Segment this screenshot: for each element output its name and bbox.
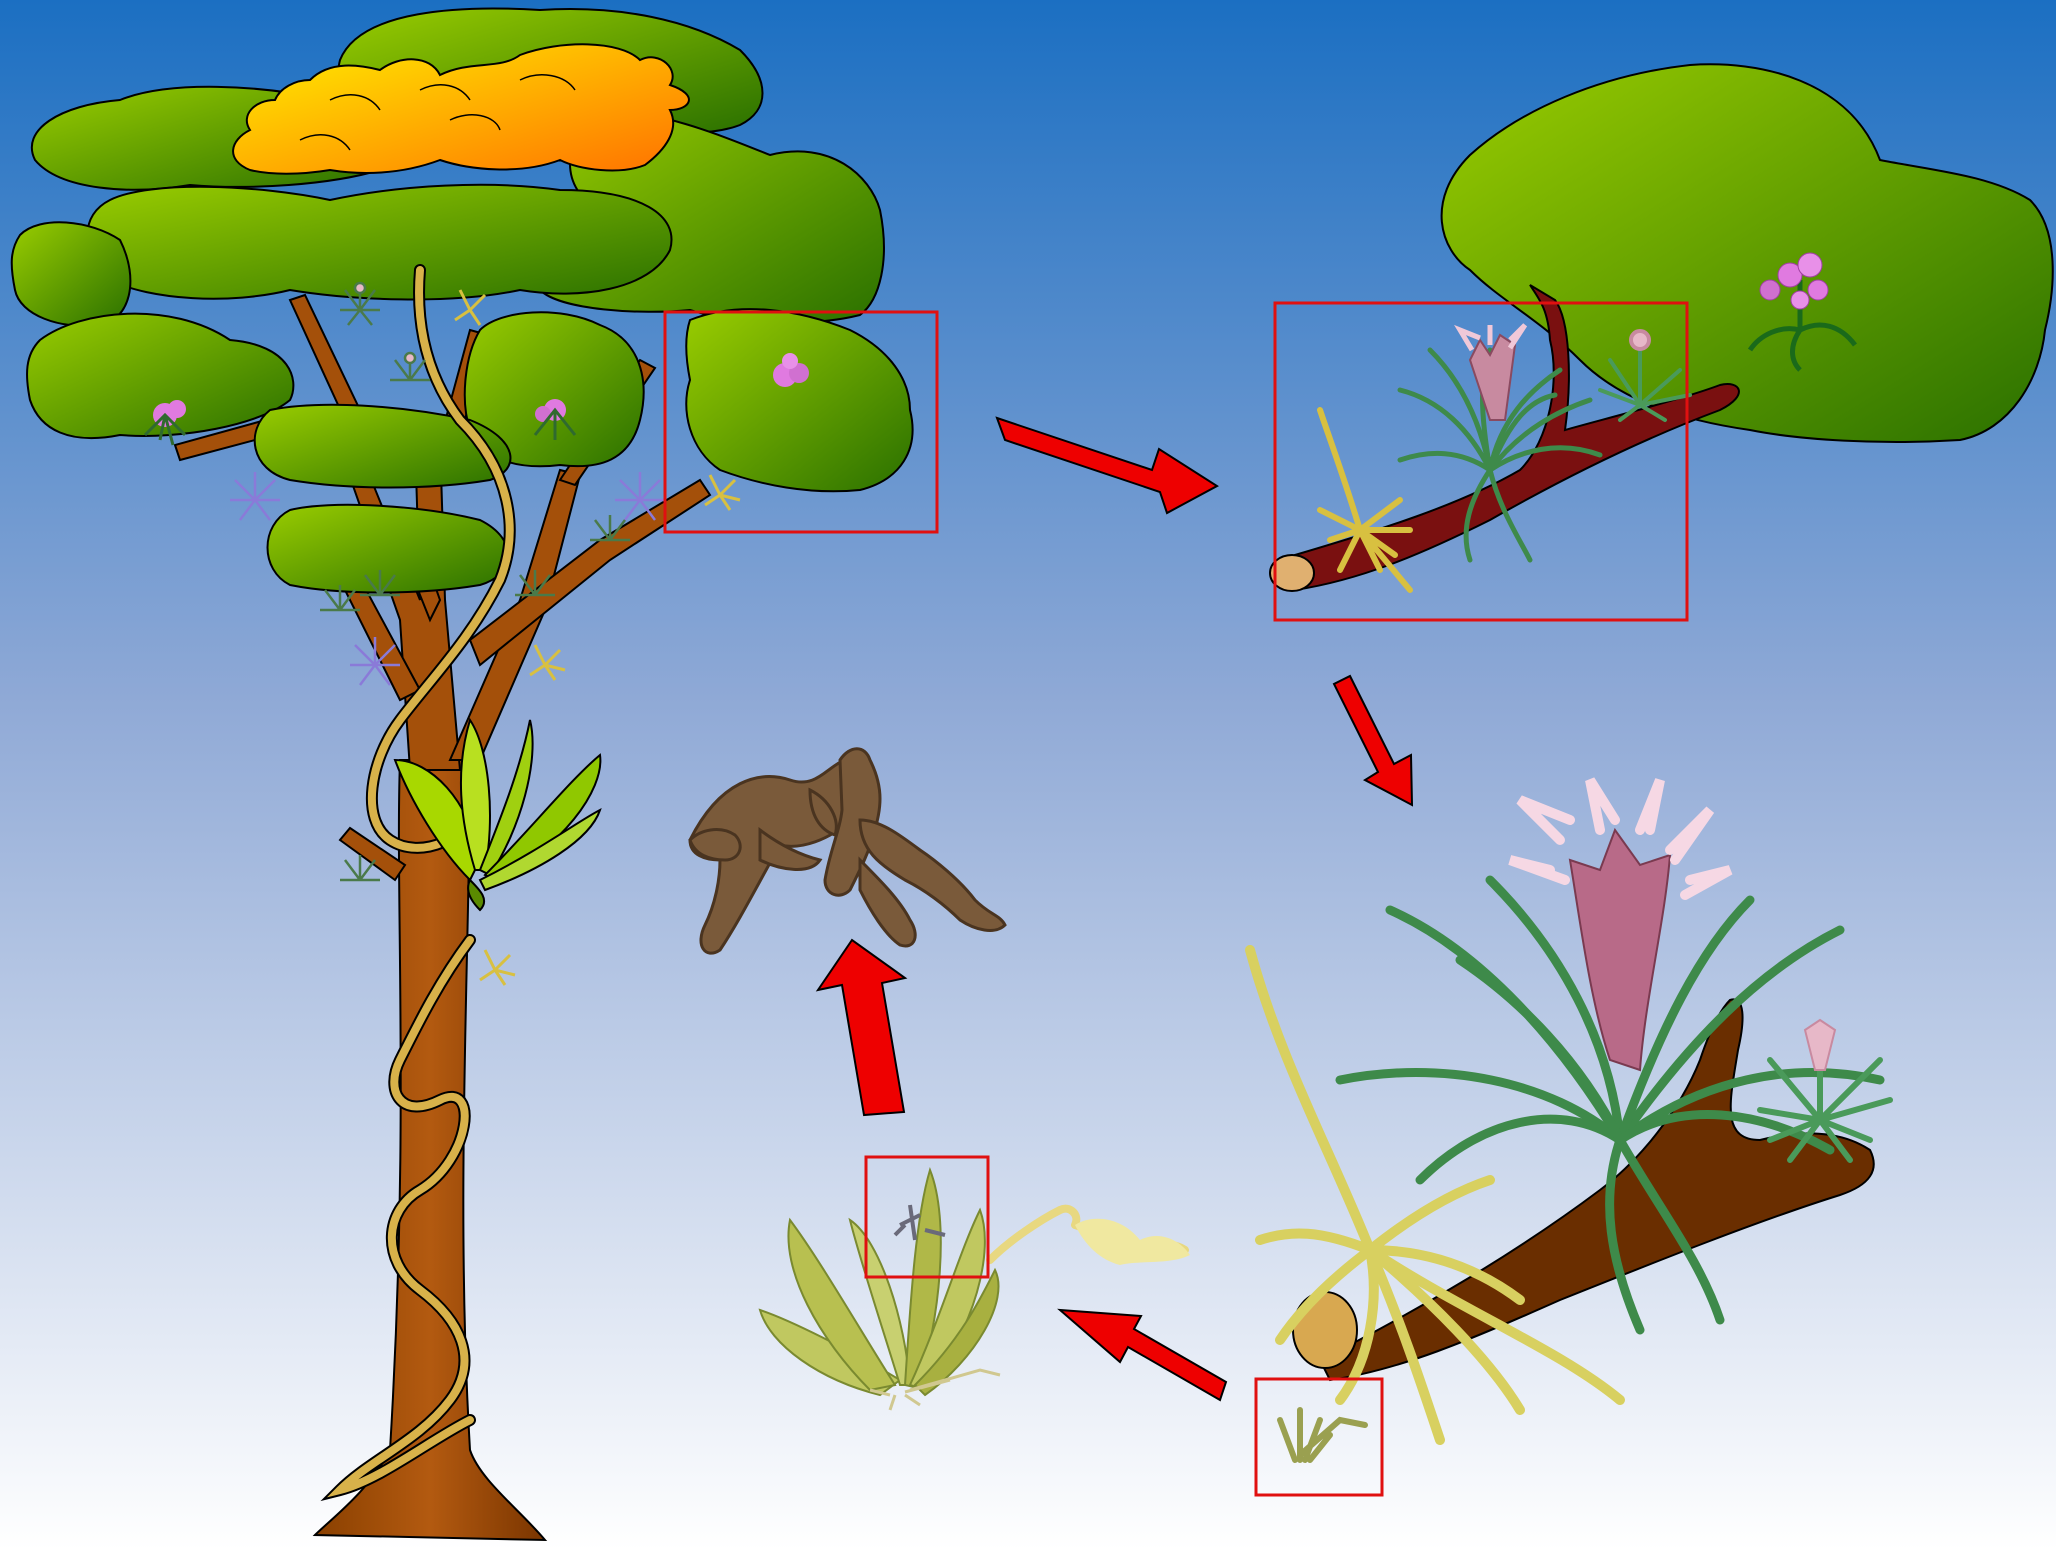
branch-cut-end: [1270, 555, 1314, 591]
